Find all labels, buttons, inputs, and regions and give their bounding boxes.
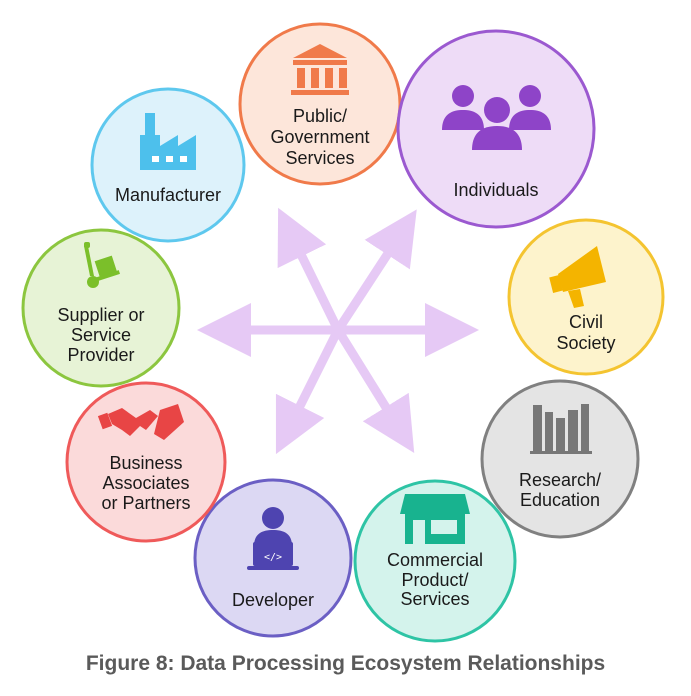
node-circle [507, 218, 665, 376]
node-label-line: Manufacturer [115, 185, 221, 205]
node-label-line: Developer [232, 590, 314, 610]
figure-caption: Figure 8: Data Processing Ecosystem Rela… [85, 652, 606, 675]
hand-truck-icon [84, 242, 120, 288]
node-label-line: Society [556, 333, 615, 353]
node-label-line: Services [400, 589, 469, 609]
node-label-line: Supplier or [57, 305, 144, 325]
node-label-line: Associates [102, 473, 189, 493]
node-developer: </> Developer [193, 478, 353, 638]
node-research-education: Research/ Education [480, 379, 640, 539]
node-label-line: Service [71, 325, 131, 345]
arrow-north-east [334, 209, 417, 333]
node-label-line: Provider [67, 345, 134, 365]
node-label-line: Public/ [293, 106, 347, 126]
node-label-line: Government [270, 127, 369, 147]
node-label-line: Product/ [401, 570, 468, 590]
node-circle [480, 379, 640, 539]
books-icon [530, 404, 592, 454]
node-label-line: or Partners [101, 493, 190, 513]
node-label-line: Commercial [387, 550, 483, 570]
node-supplier-service-provider: Supplier or Service Provider [21, 228, 181, 388]
developer-laptop-icon: </> [247, 507, 299, 570]
handshake-icon [97, 404, 184, 440]
node-label-line: Education [520, 490, 600, 510]
people-group-icon [442, 85, 551, 150]
arrow-south-east [334, 327, 415, 453]
arrow-north-west [277, 207, 343, 332]
arrow-south-west [275, 327, 343, 455]
node-label-line: Services [285, 148, 354, 168]
factory-icon [140, 113, 196, 170]
code-glyph: </> [264, 552, 282, 563]
node-label-line: Individuals [453, 180, 538, 200]
node-business-associates: Business Associates or Partners [65, 381, 227, 543]
node-commercial-product-services: Commercial Product/ Services [353, 479, 517, 643]
storefront-icon [400, 494, 470, 544]
node-circle [353, 479, 517, 643]
building-columns-icon [291, 44, 349, 95]
node-public-government-services: Public/ Government Services [238, 22, 402, 186]
node-label-line: Research/ [519, 470, 601, 490]
node-manufacturer: Manufacturer [90, 87, 246, 243]
node-label-line: Civil [569, 312, 603, 332]
node-label-line: Business [109, 453, 182, 473]
node-civil-society: Civil Society [507, 218, 665, 376]
relationship-arrows [197, 207, 479, 455]
megaphone-icon [549, 246, 606, 308]
node-individuals: Individuals [396, 29, 596, 229]
node-circle [21, 228, 181, 388]
